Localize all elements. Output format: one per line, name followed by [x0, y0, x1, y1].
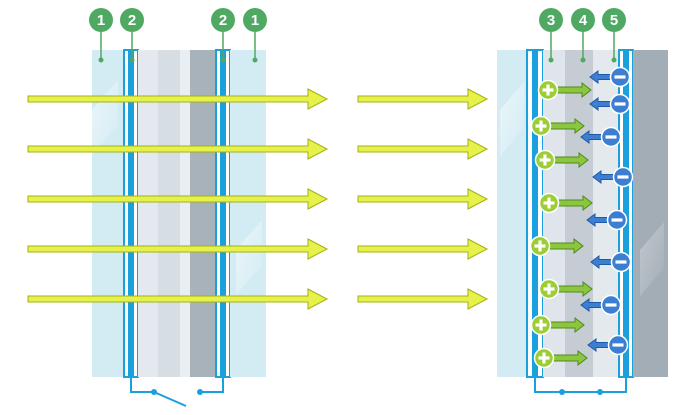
light-arrow	[27, 88, 329, 110]
plus-charge-icon	[530, 115, 585, 137]
light-arrow	[27, 138, 329, 160]
label-badge: 4	[571, 8, 595, 63]
incoming-light-arrows	[357, 88, 489, 310]
plus-charge-icon	[537, 79, 592, 101]
light-arrow	[357, 288, 489, 310]
minus-charge-icon	[580, 126, 622, 148]
plus-charge-icon	[534, 149, 589, 171]
glass-reflection	[500, 82, 524, 156]
minus-charge-icon	[592, 166, 634, 188]
switch-icon	[153, 391, 187, 407]
glass-reflection	[236, 220, 262, 295]
label-badge: 3	[539, 8, 563, 63]
circuit-node	[559, 389, 565, 395]
label-1: 1	[251, 12, 259, 29]
plus-charge-icon	[529, 235, 584, 257]
left-circuit	[130, 377, 224, 407]
light-arrow	[27, 188, 329, 210]
left-layer-a	[138, 50, 158, 377]
switch-contact	[197, 389, 203, 395]
right-circuit	[534, 377, 627, 393]
minus-charge-icon	[589, 66, 631, 88]
circuit-node	[597, 389, 603, 395]
light-arrow	[357, 88, 489, 110]
positive-ions	[529, 79, 593, 369]
label-5: 5	[610, 12, 618, 29]
light-arrow	[357, 188, 489, 210]
minus-charge-icon	[580, 294, 622, 316]
minus-charge-icon	[587, 334, 629, 356]
light-arrow	[27, 288, 329, 310]
light-arrow	[27, 238, 329, 260]
switch-contact	[151, 389, 157, 395]
light-arrow	[357, 238, 489, 260]
left-layer-b	[158, 50, 180, 377]
left-glass-unit	[92, 49, 266, 378]
label-4: 4	[579, 12, 588, 29]
label-badge: 2	[120, 8, 144, 63]
left-labels: 1 2 2 1	[89, 8, 267, 63]
label-badge: 1	[89, 8, 113, 63]
left-layer-d	[190, 50, 216, 377]
right-conductor-core	[532, 50, 538, 377]
glass-reflection	[640, 222, 664, 296]
label-1: 1	[97, 12, 105, 29]
minus-charge-icon	[586, 209, 628, 231]
plus-charge-icon	[538, 278, 593, 300]
negative-charges	[580, 66, 634, 356]
label-badge: 2	[211, 8, 235, 63]
right-labels: 3 4 5	[539, 8, 626, 63]
plus-charge-icon	[530, 314, 585, 336]
minus-charge-icon	[589, 93, 631, 115]
right-glass-unit	[497, 49, 668, 378]
label-2: 2	[219, 12, 227, 29]
plus-charge-icon	[538, 192, 593, 214]
plus-charge-icon	[533, 347, 588, 369]
label-3: 3	[547, 12, 555, 29]
left-layer-c	[180, 50, 190, 377]
minus-charge-icon	[590, 251, 632, 273]
left-conductor-core-2	[220, 50, 226, 377]
left-outer-glass-2	[230, 50, 266, 377]
label-2: 2	[128, 12, 136, 29]
label-badge: 5	[602, 8, 626, 63]
label-badge: 1	[243, 8, 267, 63]
right-conductor-core-2	[623, 50, 629, 377]
left-light-arrows	[27, 88, 329, 310]
right-tinted-glass	[633, 50, 668, 377]
left-conductor-core	[128, 50, 134, 377]
light-arrow	[357, 138, 489, 160]
